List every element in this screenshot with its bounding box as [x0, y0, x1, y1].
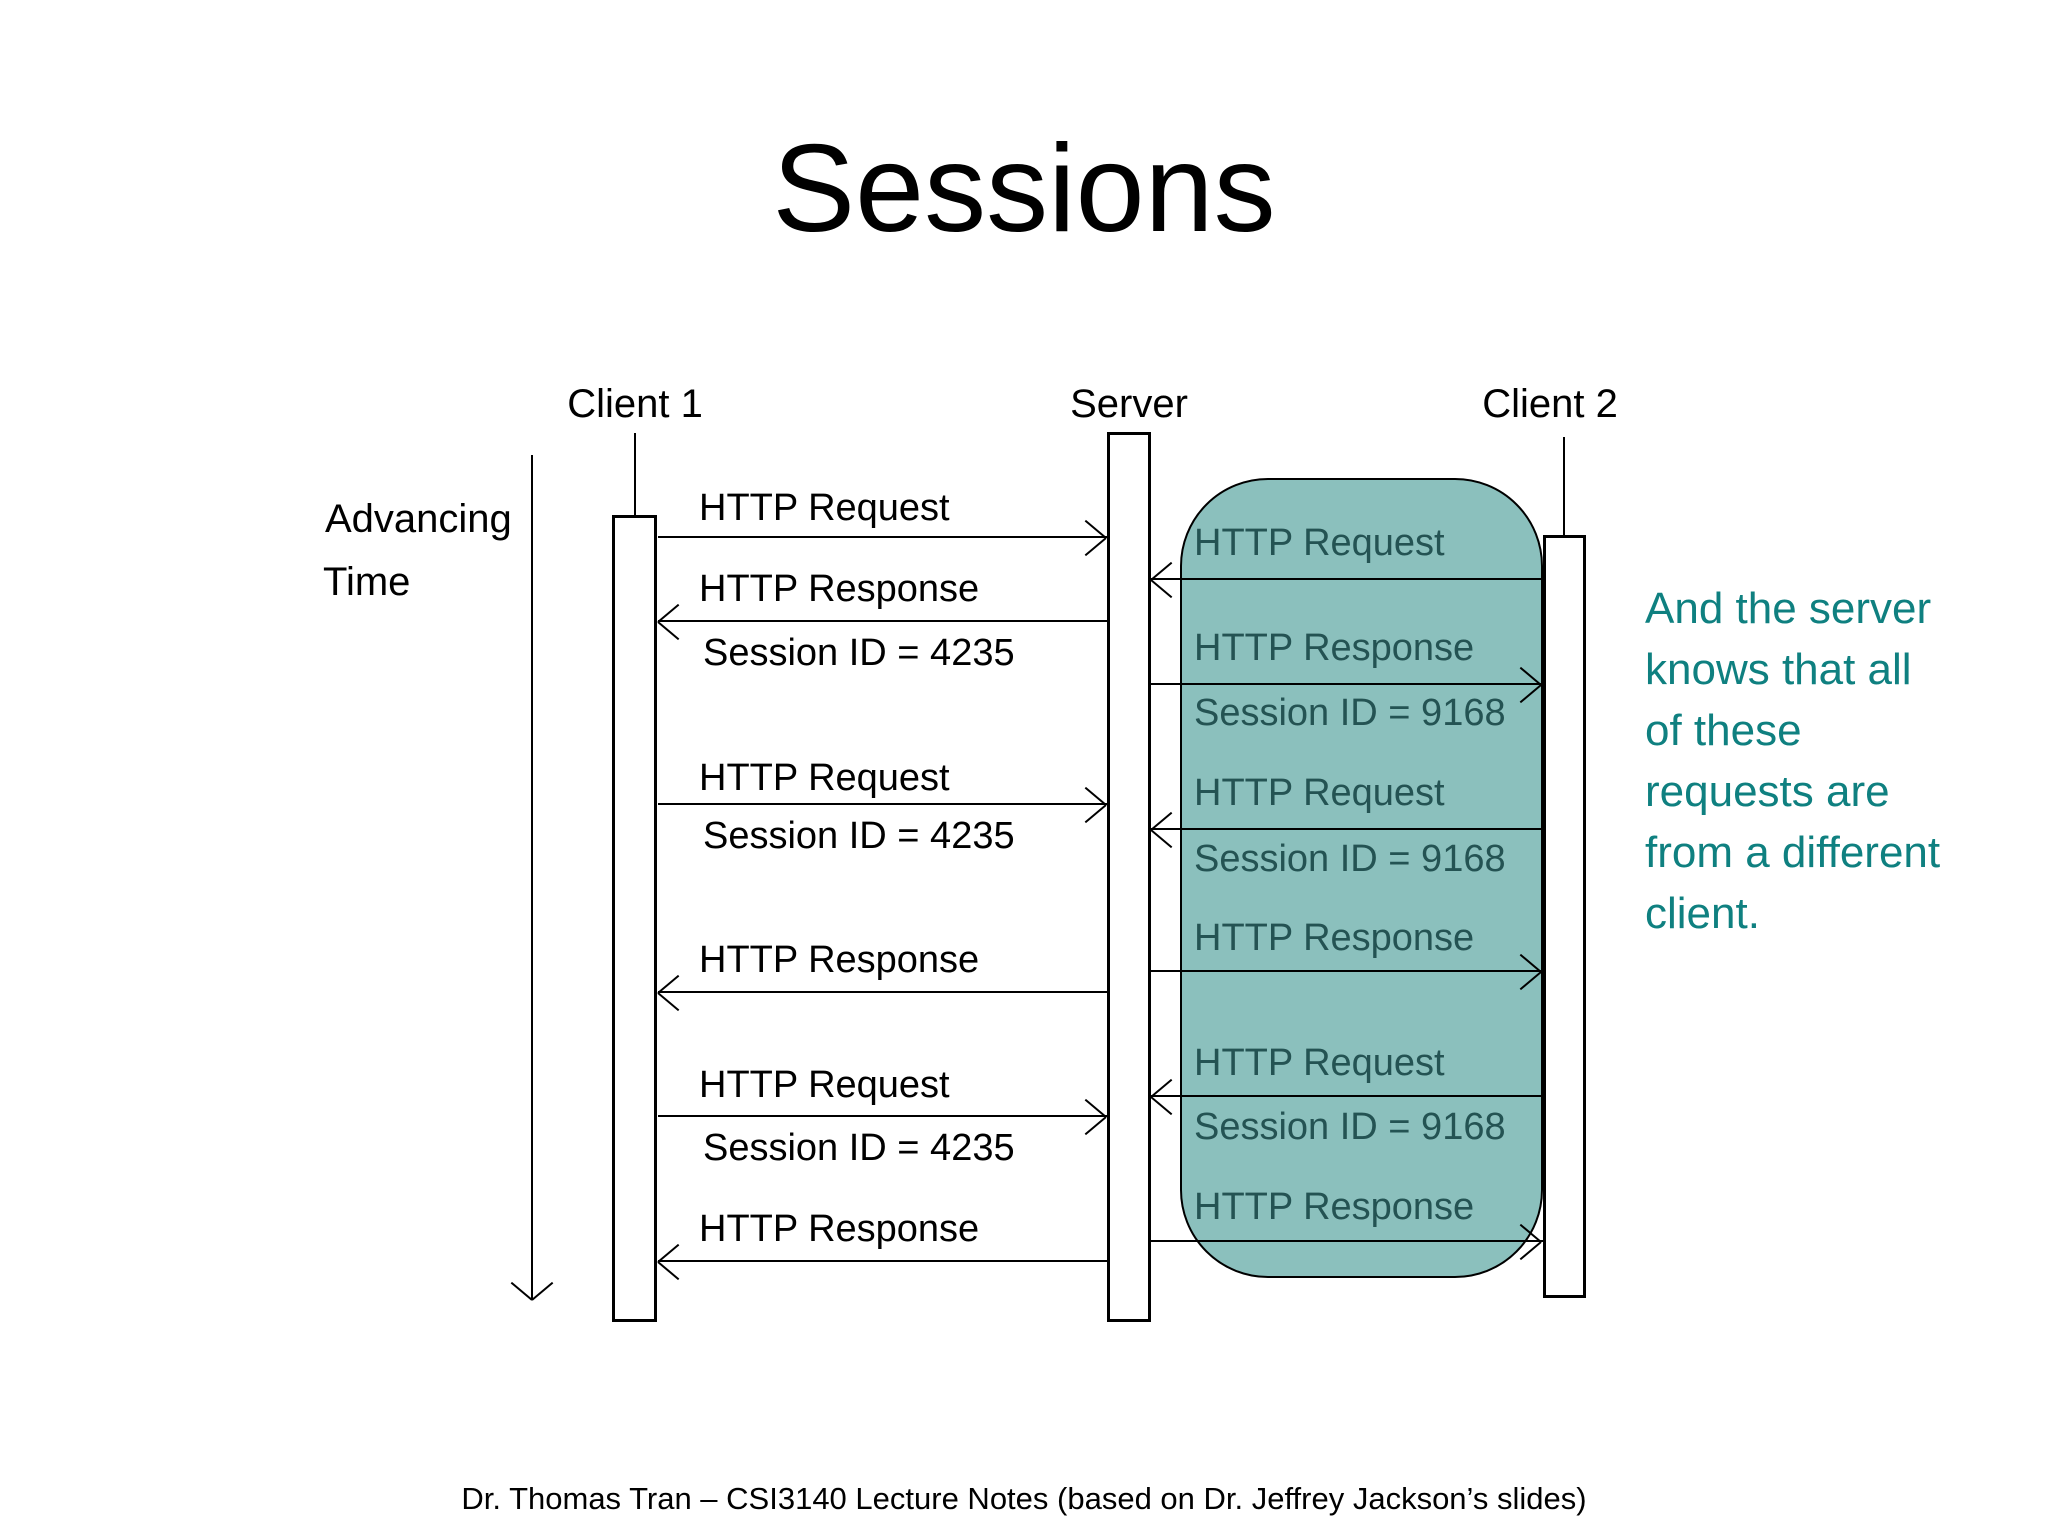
time-axis-label-line1: Advancing: [325, 497, 512, 541]
message-arrow: [1151, 666, 1543, 704]
message-arrow: [1151, 953, 1543, 991]
arrowhead-icon: [1084, 519, 1107, 539]
message-label: HTTP Response: [699, 1208, 980, 1250]
session-highlight-box: [1180, 478, 1543, 1278]
message-label: HTTP Response: [699, 939, 980, 981]
message-arrow: [658, 519, 1108, 557]
arrowhead-icon: [657, 974, 680, 994]
arrowhead-icon: [1150, 829, 1173, 849]
lifeline-client2: [1563, 437, 1565, 537]
arrowhead-icon: [1150, 1096, 1173, 1116]
message-sublabel: Session ID = 4235: [703, 1127, 1015, 1169]
message-arrow: [658, 1098, 1108, 1136]
lifeline-label-server: Server: [1070, 382, 1188, 426]
message-sublabel: Session ID = 4235: [703, 815, 1015, 857]
arrowhead-icon: [510, 1281, 533, 1301]
arrowhead-icon: [531, 1281, 554, 1301]
message-arrow: [657, 603, 1108, 641]
message-label: HTTP Request: [699, 757, 950, 799]
arrowhead-icon: [1084, 1116, 1107, 1136]
activation-box-client1: [612, 515, 657, 1322]
arrowhead-icon: [657, 603, 680, 623]
activation-box-server: [1107, 432, 1151, 1322]
message-label: HTTP Request: [1194, 1042, 1445, 1084]
message-label: HTTP Request: [699, 1064, 950, 1106]
message-arrow: [657, 974, 1108, 1012]
lifeline-label-client2: Client 2: [1482, 382, 1618, 426]
message-label: HTTP Response: [1194, 1186, 1475, 1228]
lifeline-label-client1: Client 1: [567, 382, 703, 426]
message-sublabel: Session ID = 9168: [1194, 838, 1506, 880]
arrowhead-icon: [1150, 1078, 1173, 1098]
arrowhead-icon: [1084, 804, 1107, 824]
arrowhead-icon: [1084, 786, 1107, 806]
message-sublabel: Session ID = 9168: [1194, 692, 1506, 734]
message-sublabel: Session ID = 9168: [1194, 1106, 1506, 1148]
arrowhead-icon: [657, 621, 680, 641]
lifeline-client1: [634, 433, 636, 517]
message-label: HTTP Response: [699, 568, 980, 610]
arrowhead-icon: [1150, 561, 1173, 581]
activation-box-client2: [1543, 535, 1586, 1298]
message-arrow: [1150, 811, 1543, 849]
arrowhead-icon: [1150, 811, 1173, 831]
arrowhead-icon: [1084, 1098, 1107, 1118]
message-label: HTTP Request: [1194, 772, 1445, 814]
message-label: HTTP Response: [1194, 627, 1475, 669]
arrowhead-icon: [1150, 579, 1173, 599]
arrowhead-icon: [1084, 537, 1107, 557]
message-label: HTTP Response: [1194, 917, 1475, 959]
arrowhead-icon: [657, 992, 680, 1012]
message-label: HTTP Request: [1194, 522, 1445, 564]
message-label: HTTP Request: [699, 487, 950, 529]
message-arrow: [1151, 1223, 1543, 1261]
message-arrow: [1150, 561, 1543, 599]
page-title: Sessions: [772, 120, 1276, 258]
arrowhead-icon: [657, 1261, 680, 1281]
message-arrow: [657, 1243, 1108, 1281]
annotation-text: And the server knows that all of these r…: [1645, 584, 1941, 938]
arrowhead-icon: [657, 1243, 680, 1263]
time-axis-label-line2: Time: [323, 560, 411, 604]
message-arrow: [1150, 1078, 1543, 1116]
message-arrow: [658, 786, 1108, 824]
footer-credit: Dr. Thomas Tran – CSI3140 Lecture Notes …: [461, 1481, 1587, 1516]
message-sublabel: Session ID = 4235: [703, 632, 1015, 674]
advancing-time-arrow: [531, 455, 533, 1300]
